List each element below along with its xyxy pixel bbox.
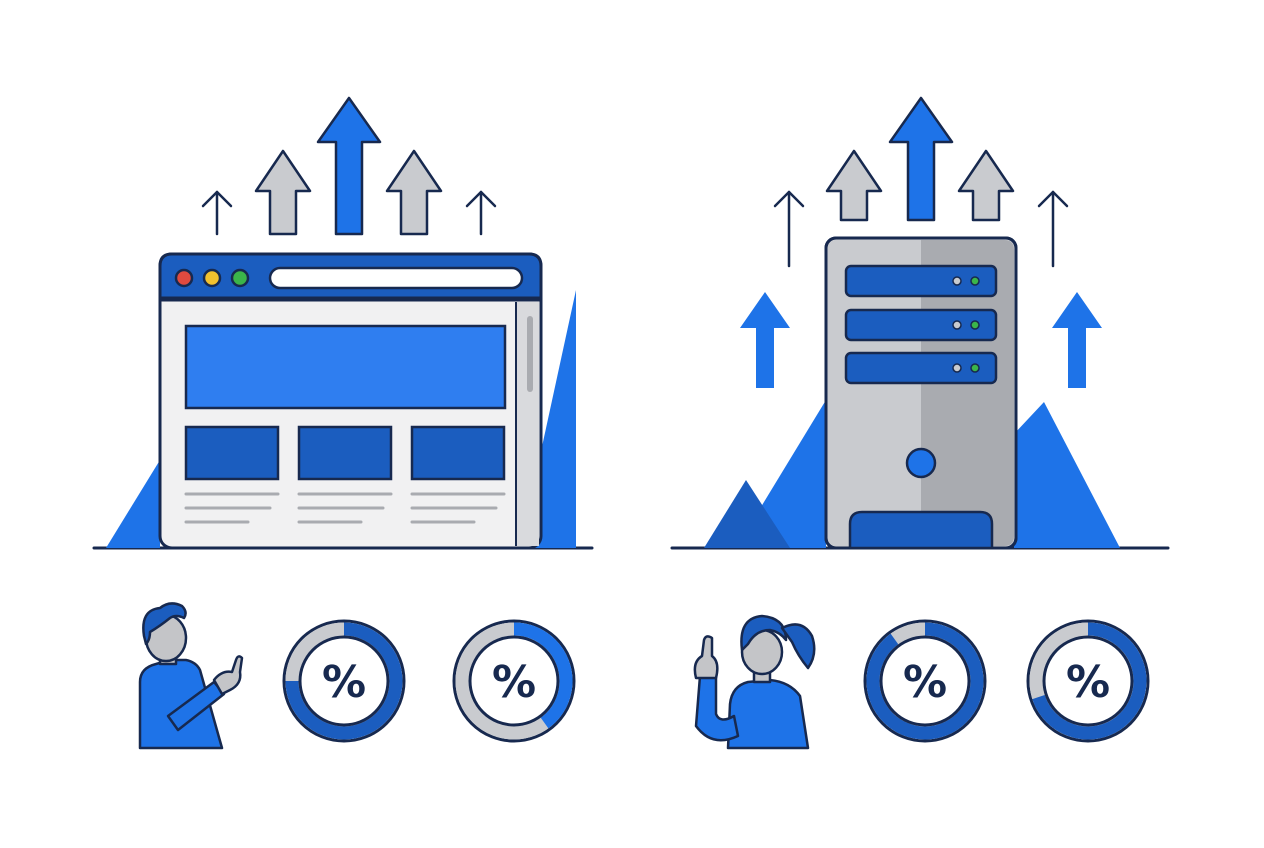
gauge-progress-arc bbox=[513, 622, 573, 729]
percent-symbol: % bbox=[492, 657, 536, 708]
gauge-progress-arc bbox=[285, 622, 403, 740]
gray-up-arrow-icon bbox=[254, 149, 312, 236]
thin-up-arrow-icon bbox=[1037, 190, 1069, 268]
left-mountain-front bbox=[106, 460, 160, 548]
thin-up-arrow-icon bbox=[465, 190, 497, 236]
gauge-progress-arc bbox=[866, 622, 984, 740]
hero-banner-block bbox=[184, 324, 507, 410]
gray-up-arrow-icon bbox=[385, 149, 443, 236]
side-blue-up-arrow-icon bbox=[1052, 292, 1102, 388]
left-scene: % % bbox=[92, 96, 594, 750]
right-arrow-group bbox=[773, 96, 1069, 268]
power-button-icon bbox=[905, 447, 937, 479]
right-mountain-small bbox=[704, 480, 790, 548]
maximize-dot-icon bbox=[230, 268, 250, 288]
blue-up-arrow-icon bbox=[316, 96, 382, 236]
content-card-block bbox=[410, 425, 506, 481]
left-gauge-1: % bbox=[282, 619, 406, 743]
thin-up-arrow-icon bbox=[201, 190, 233, 236]
woman-finger-up-icon bbox=[693, 614, 816, 750]
address-bar bbox=[268, 266, 524, 290]
side-blue-up-arrow-icon bbox=[740, 292, 790, 388]
percent-donut-icon bbox=[863, 619, 987, 743]
percent-donut-icon bbox=[452, 619, 576, 743]
gray-up-arrow-icon bbox=[825, 149, 883, 222]
drive-bay bbox=[844, 351, 998, 385]
server-tower-icon bbox=[824, 236, 1018, 550]
text-line-placeholders bbox=[184, 492, 506, 524]
close-dot-icon bbox=[174, 268, 194, 288]
browser-window-icon bbox=[158, 252, 543, 550]
percent-symbol: % bbox=[903, 657, 947, 708]
percent-donut-icon bbox=[282, 619, 406, 743]
right-scene: % % bbox=[670, 96, 1170, 750]
drive-bay bbox=[844, 264, 998, 298]
percent-symbol: % bbox=[322, 657, 366, 708]
right-gauge-2: % bbox=[1026, 619, 1150, 743]
left-arrow-group bbox=[201, 96, 497, 236]
minimize-dot-icon bbox=[202, 268, 222, 288]
content-card-block bbox=[184, 425, 280, 481]
thin-up-arrow-icon bbox=[773, 190, 805, 268]
gray-up-arrow-icon bbox=[957, 149, 1015, 222]
man-pointing-icon bbox=[138, 602, 244, 750]
right-gauge-1: % bbox=[863, 619, 987, 743]
percent-symbol: % bbox=[1066, 657, 1110, 708]
left-gauge-2: % bbox=[452, 619, 576, 743]
content-card-block bbox=[297, 425, 393, 481]
drive-bay bbox=[844, 308, 998, 342]
server-base bbox=[848, 510, 994, 550]
percent-donut-icon bbox=[1026, 619, 1150, 743]
gauge-progress-arc bbox=[1032, 622, 1147, 740]
blue-up-arrow-icon bbox=[888, 96, 954, 222]
right-mountain-right bbox=[1014, 402, 1120, 548]
